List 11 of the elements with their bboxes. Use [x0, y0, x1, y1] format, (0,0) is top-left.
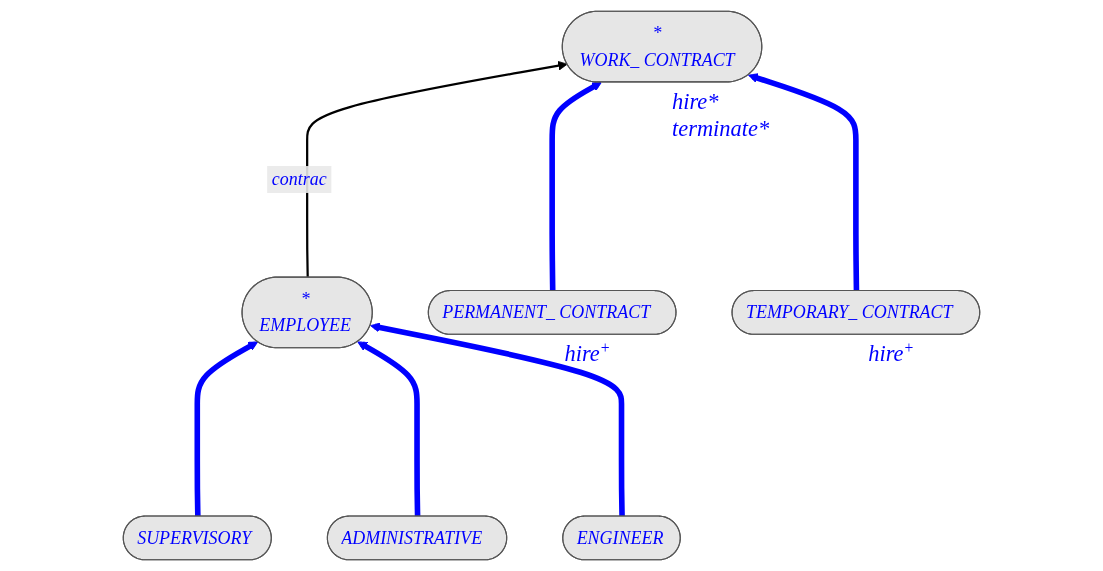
- feature-label: hire$^{+}$: [868, 338, 915, 367]
- arrow: [357, 341, 421, 517]
- arrow: [370, 322, 625, 517]
- edge-label: contrac: [271, 169, 327, 189]
- feature-label: hire*: [672, 88, 719, 114]
- feature-label: terminate*: [672, 115, 770, 141]
- arrow: [549, 82, 602, 292]
- arrow: [748, 73, 860, 292]
- feature-label: hire$^{+}$: [564, 338, 611, 367]
- arrow: [306, 60, 568, 278]
- arrow: [194, 341, 259, 517]
